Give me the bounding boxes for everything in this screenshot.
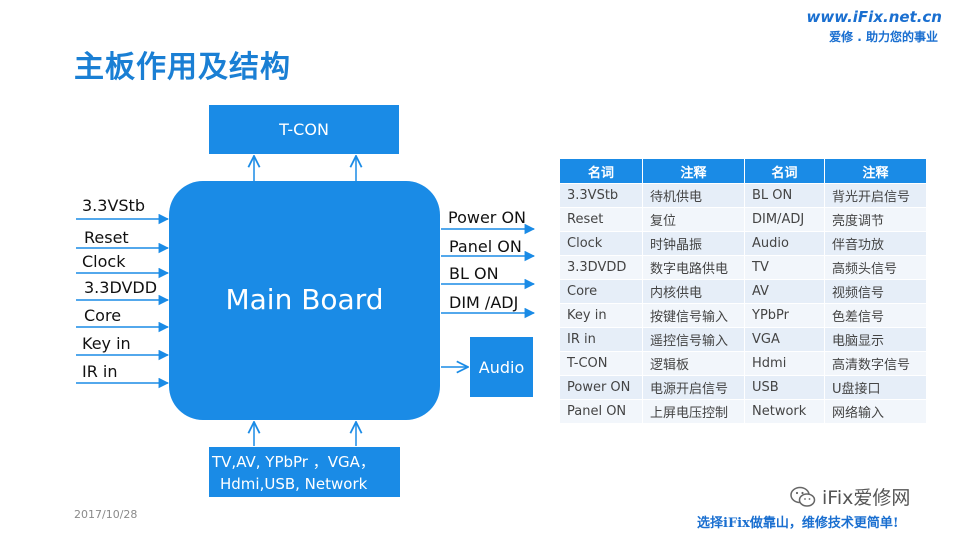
glossary-cell-term-2: DIM/ADJ <box>744 207 825 232</box>
output-label-dim-adj: DIM /ADJ <box>449 293 519 312</box>
header-term-2: 名词 <box>744 158 825 184</box>
glossary-cell-note-1: 数字电路供电 <box>642 255 745 280</box>
glossary-cell-term-2: YPbPr <box>744 303 825 328</box>
glossary-cell-term-2: Network <box>744 399 825 424</box>
glossary-cell-term-2: TV <box>744 255 825 280</box>
glossary-cell-note-1: 按键信号输入 <box>642 303 745 328</box>
glossary-cell-note-2: 高频头信号 <box>824 255 927 280</box>
input-label-3v3dvdd: 3.3DVDD <box>84 278 158 297</box>
input-label-core: Core <box>84 306 122 325</box>
glossary-cell-note-2: 背光开启信号 <box>824 183 927 208</box>
glossary-cell-note-1: 时钟晶振 <box>642 231 745 256</box>
input-label-reset: Reset <box>84 228 129 247</box>
tcon-box: T-CON <box>209 105 399 154</box>
glossary-cell-term-2: Hdmi <box>744 351 825 376</box>
glossary-cell-note-1: 遥控信号输入 <box>642 327 745 352</box>
video-inputs-line-1: TV,AV, YPbPr ，VGA， <box>212 453 375 471</box>
input-label-clock: Clock <box>82 252 126 271</box>
video-inputs-box: TV,AV, YPbPr ，VGA， Hdmi,USB, Network <box>209 447 400 497</box>
glossary-cell-note-2: 伴音功放 <box>824 231 927 256</box>
output-label-power-on: Power ON <box>448 208 527 227</box>
glossary-cell-term-2: BL ON <box>744 183 825 208</box>
glossary-cell-term-2: AV <box>744 279 825 304</box>
input-label-key-in: Key in <box>82 334 131 353</box>
glossary-cell-note-1: 复位 <box>642 207 745 232</box>
wechat-icon <box>790 486 816 507</box>
glossary-cell-term-1: 3.3DVDD <box>559 255 643 280</box>
glossary-cell-term-1: 3.3VStb <box>559 183 643 208</box>
glossary-cell-term-1: Clock <box>559 231 643 256</box>
main-board-box <box>169 181 440 420</box>
glossary-cell-note-1: 内核供电 <box>642 279 745 304</box>
glossary-cell-note-2: 高清数字信号 <box>824 351 927 376</box>
right-output-arrows <box>441 223 536 319</box>
glossary-cell-term-2: VGA <box>744 327 825 352</box>
audio-box: Audio <box>470 337 533 397</box>
output-label-panel-on: Panel ON <box>449 237 522 256</box>
slide-date: 2017/10/28 <box>74 508 138 521</box>
header-note-2: 注释 <box>824 158 927 184</box>
glossary-cell-term-2: Audio <box>744 231 825 256</box>
glossary-cell-term-1: T-CON <box>559 351 643 376</box>
glossary-cell-term-1: Core <box>559 279 643 304</box>
glossary-cell-note-2: U盘接口 <box>824 375 927 400</box>
glossary-cell-note-2: 色差信号 <box>824 303 927 328</box>
glossary-cell-term-2: USB <box>744 375 825 400</box>
glossary-cell-term-1: Reset <box>559 207 643 232</box>
page-title: 主板作用及结构 <box>74 50 291 85</box>
header-note-1: 注释 <box>642 158 745 184</box>
glossary-cell-note-1: 上屏电压控制 <box>642 399 745 424</box>
glossary-cell-note-1: 待机供电 <box>642 183 745 208</box>
glossary-cell-term-1: Key in <box>559 303 643 328</box>
glossary-cell-term-1: Power ON <box>559 375 643 400</box>
slogan: 选择iFix做靠山，维修技术更简单! <box>697 516 899 531</box>
brand-url[interactable]: www.iFix.net.cn <box>806 8 942 26</box>
glossary-cell-note-2: 亮度调节 <box>824 207 927 232</box>
glossary-cell-note-2: 视频信号 <box>824 279 927 304</box>
glossary-header-row: 名词 注释 名词 注释 <box>559 158 927 184</box>
output-label-bl-on: BL ON <box>449 264 499 283</box>
glossary-cell-term-1: IR in <box>559 327 643 352</box>
glossary-cell-note-2: 电脑显示 <box>824 327 927 352</box>
video-inputs-line-2: Hdmi,USB, Network <box>220 475 368 493</box>
left-input-arrows <box>76 213 170 389</box>
glossary-cell-term-1: Panel ON <box>559 399 643 424</box>
glossary-cell-note-1: 电源开启信号 <box>642 375 745 400</box>
wechat-account: iFix爱修网 <box>790 483 910 510</box>
glossary-cell-note-2: 网络输入 <box>824 399 927 424</box>
brand-tagline: 爱修 . 助力您的事业 <box>829 30 938 44</box>
input-label-3v3stb: 3.3VStb <box>82 196 145 215</box>
glossary-cell-note-1: 逻辑板 <box>642 351 745 376</box>
input-label-ir-in: IR in <box>82 362 118 381</box>
main-board-label: Main Board <box>225 283 384 316</box>
header-term-1: 名词 <box>559 158 643 184</box>
wechat-name: iFix爱修网 <box>822 487 911 509</box>
